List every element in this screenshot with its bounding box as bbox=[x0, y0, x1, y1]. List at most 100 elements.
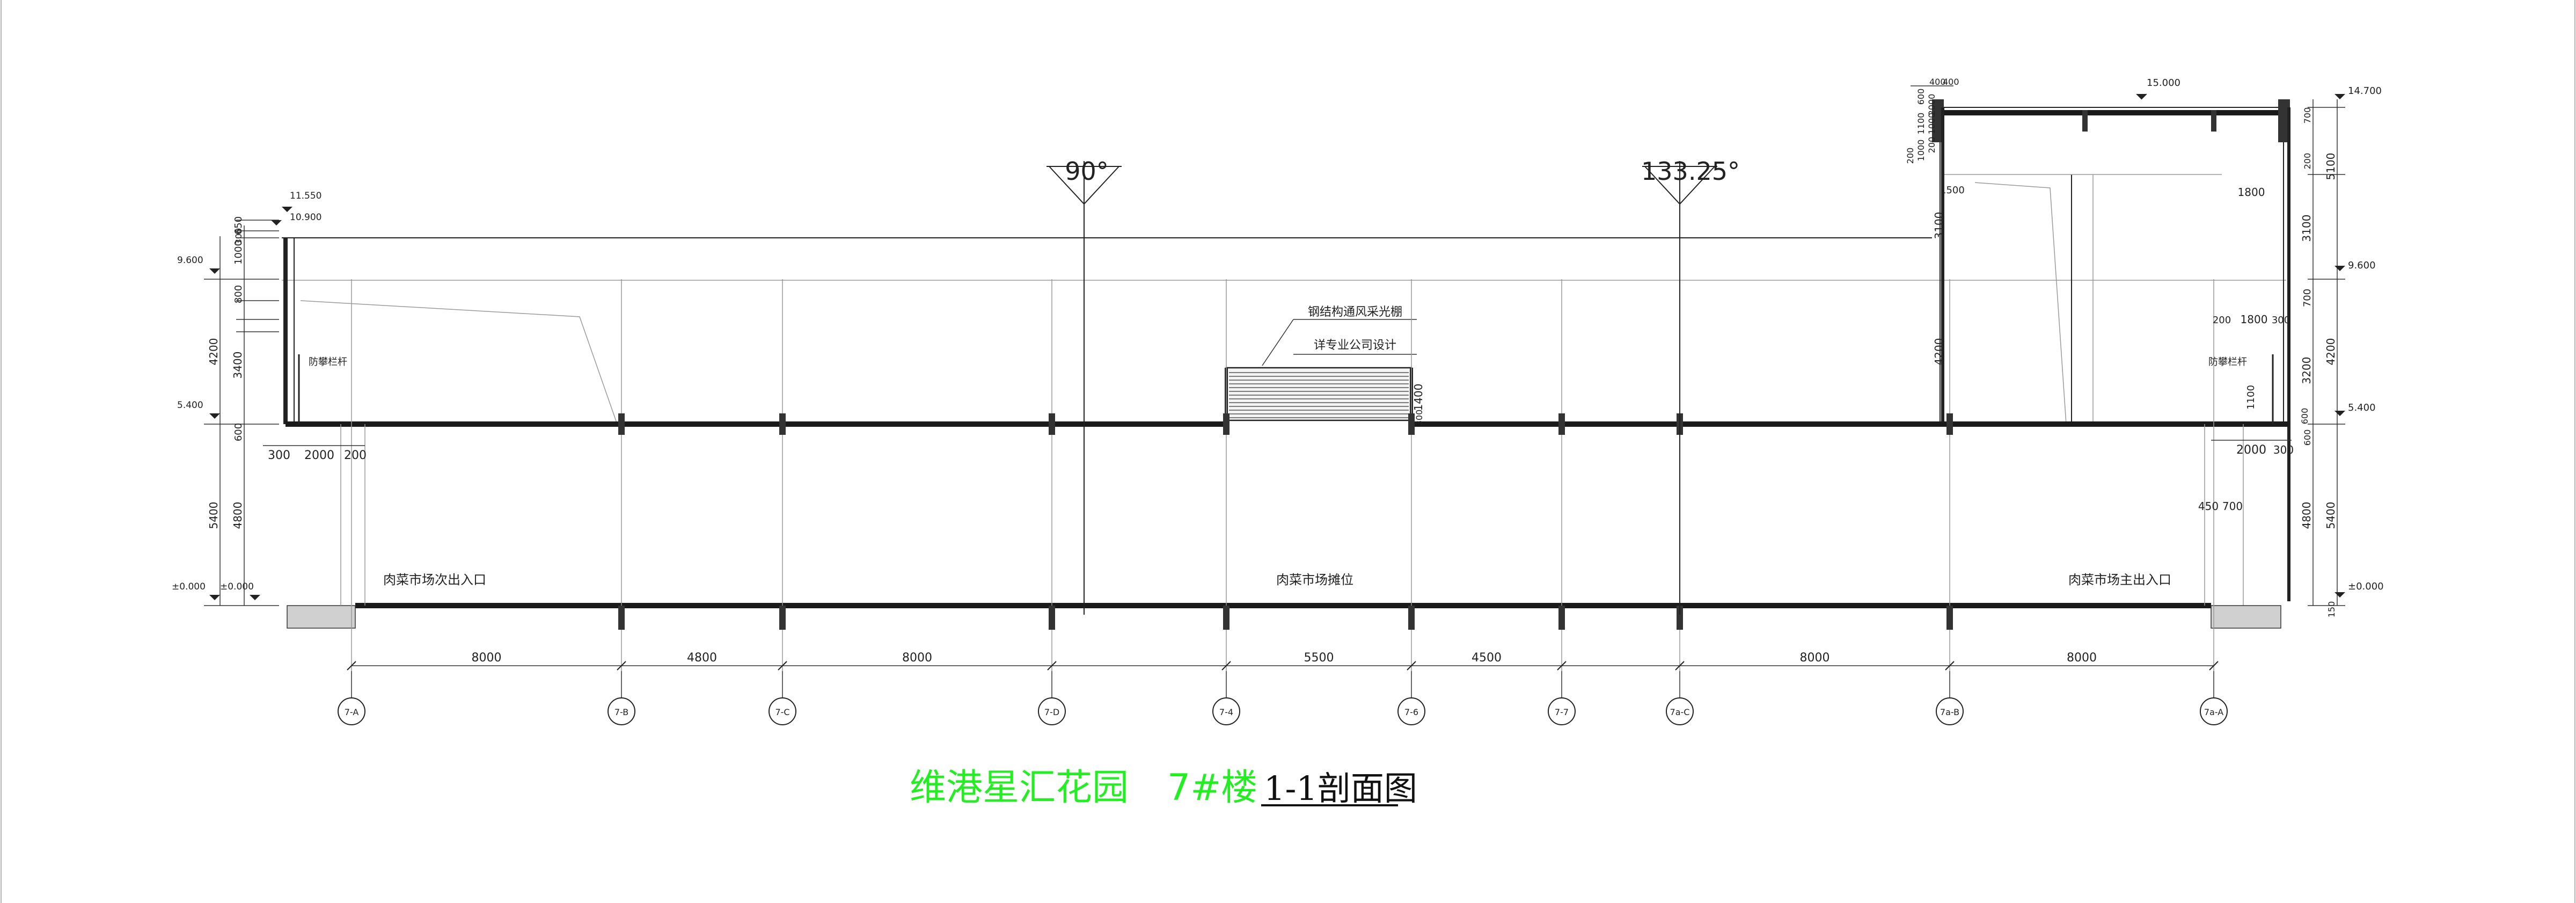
dim-r-3100a: 3100 bbox=[1933, 212, 1945, 239]
column-level2 bbox=[779, 413, 786, 435]
elev-0-left: ±0.000 bbox=[172, 581, 206, 592]
elev-0-left-2: ±0.000 bbox=[220, 581, 254, 592]
dim-r-400a: 400 bbox=[1929, 77, 1946, 87]
axis-span-label: 8000 bbox=[472, 651, 502, 665]
axis-span-label: 8000 bbox=[2067, 651, 2097, 665]
dim-r-200b: 200 bbox=[1905, 148, 1915, 164]
axis-label: 7a-B bbox=[1940, 707, 1959, 717]
dim-l-200: 200 bbox=[344, 449, 367, 462]
column-ground bbox=[1049, 606, 1055, 630]
axis-label: 7-A bbox=[345, 707, 359, 717]
dim-l-4200: 4200 bbox=[207, 338, 220, 366]
elev-15000: 15.000 bbox=[2147, 77, 2180, 89]
axis-label: 7a-A bbox=[2204, 707, 2223, 717]
skylight-note-2: 详专业公司设计 bbox=[1314, 339, 1396, 352]
dim-r-300d: 300 bbox=[2273, 443, 2294, 456]
axis-label: 7-C bbox=[775, 707, 789, 717]
dim-r-200c: 200 bbox=[2213, 315, 2231, 326]
axis-bubble bbox=[1038, 697, 1066, 725]
column-ground bbox=[1408, 606, 1415, 630]
dim-r-2000b: 2000 bbox=[2236, 443, 2266, 457]
entry-ramp-left bbox=[287, 605, 356, 629]
dim-l-300v: 300 bbox=[233, 228, 244, 245]
axis-bubble bbox=[2200, 697, 2228, 725]
column-level2 bbox=[1049, 413, 1055, 435]
dim-r-3100b: 3100 bbox=[2300, 215, 2313, 242]
angle-marker-90: 90° bbox=[1046, 157, 1122, 615]
column-ground bbox=[1558, 606, 1565, 630]
stair-diagonal bbox=[1974, 182, 2067, 425]
dim-r-200d: 200 bbox=[2302, 153, 2312, 170]
dim-r-4200a: 4200 bbox=[1933, 338, 1945, 366]
dim-l-3400: 3400 bbox=[231, 352, 244, 379]
right-elevation-column bbox=[1911, 85, 2345, 606]
column-level2 bbox=[1946, 413, 1953, 435]
dim-l-650: 650 bbox=[233, 216, 244, 235]
axis-tick bbox=[1047, 661, 1057, 671]
dim-r-200a: 200 bbox=[1927, 137, 1937, 154]
dim-r-700: 700 bbox=[2302, 107, 2312, 124]
axis-tick bbox=[2209, 661, 2219, 671]
elev-0-right: ±0.000 bbox=[2348, 581, 2384, 592]
axis-span-label: 5500 bbox=[1304, 651, 1334, 665]
title-section: 1-1剖面图 bbox=[1264, 769, 1417, 808]
elev-9600-right: 9.600 bbox=[2348, 260, 2376, 271]
dim-l-1000: 1000 bbox=[233, 240, 244, 265]
elev-9600-left: 9.600 bbox=[177, 255, 203, 266]
column-level2 bbox=[618, 413, 625, 435]
column-ground bbox=[779, 606, 786, 630]
elev-5400-right-mark bbox=[2334, 411, 2345, 416]
axis-label: 7-B bbox=[614, 707, 628, 717]
stair-tower bbox=[1940, 107, 2284, 425]
dim-l-300: 300 bbox=[268, 449, 290, 462]
skylight-note: 钢结构通风采光棚 bbox=[1308, 305, 1402, 319]
axis-tick bbox=[1945, 661, 1955, 671]
dim-r-600b: 600 bbox=[2300, 408, 2310, 425]
axis-bubble bbox=[769, 697, 796, 725]
angle-marker-133: 133.25° bbox=[1641, 157, 1740, 615]
dim-l-2000: 2000 bbox=[304, 449, 334, 462]
elev-9600-right-mark bbox=[2334, 266, 2345, 271]
axis-bubble bbox=[1666, 697, 1694, 725]
skylight bbox=[1225, 367, 1413, 421]
left-elevation-column bbox=[204, 220, 279, 606]
axis-span-label: 8000 bbox=[902, 651, 932, 665]
dim-r-1800a: 1800 bbox=[2238, 186, 2265, 199]
dim-r-700-h: 700 bbox=[2222, 500, 2243, 513]
elev-0-right-mark bbox=[2334, 592, 2345, 598]
stair-tower-column-right bbox=[2278, 99, 2290, 142]
room-label-left: 肉菜市场次出入口 bbox=[383, 572, 486, 587]
stair-tower-column-mid2 bbox=[2211, 110, 2216, 132]
axis-bubble bbox=[608, 697, 635, 725]
column-ground bbox=[1946, 606, 1953, 630]
dim-r-3200: 3200 bbox=[2300, 357, 2313, 384]
elev-11550: 11.550 bbox=[290, 191, 321, 201]
dim-r-1000b: 1000 bbox=[1916, 140, 1926, 162]
axis-tick bbox=[1221, 661, 1231, 671]
dim-r-150: 150 bbox=[2326, 601, 2337, 618]
dim-r-1000: 1000 bbox=[1927, 113, 1937, 135]
dim-r-1800b: 1800 bbox=[2241, 313, 2268, 326]
column-level2 bbox=[1408, 413, 1415, 435]
dim-l-4800: 4800 bbox=[231, 502, 244, 529]
left-diagonal bbox=[300, 300, 618, 425]
dim-l-600: 600 bbox=[233, 423, 244, 441]
dim-r-400b: 400 bbox=[1943, 77, 1959, 87]
dim-r-5400: 5400 bbox=[2324, 502, 2337, 529]
axis-tick bbox=[1557, 661, 1567, 671]
stair-tower-column-mid bbox=[2082, 110, 2088, 132]
elev-5400-right: 5.400 bbox=[2348, 402, 2376, 413]
elev-10900: 10.900 bbox=[290, 212, 321, 223]
column-ground bbox=[618, 606, 625, 630]
axis-tick bbox=[617, 661, 626, 671]
column-ground bbox=[1677, 606, 1683, 630]
column-level2 bbox=[1558, 413, 1565, 435]
angle-label-133: 133.25° bbox=[1641, 157, 1740, 186]
dim-r-1500: 1500 bbox=[1940, 185, 1965, 196]
dim-r-2000a: 2000 bbox=[1927, 94, 1937, 116]
axis-tick bbox=[1675, 661, 1685, 671]
dim-r-300c: 300 bbox=[2272, 315, 2290, 326]
dim-r-600c: 600 bbox=[2302, 429, 2312, 446]
elev-14700-mark bbox=[2334, 94, 2345, 99]
